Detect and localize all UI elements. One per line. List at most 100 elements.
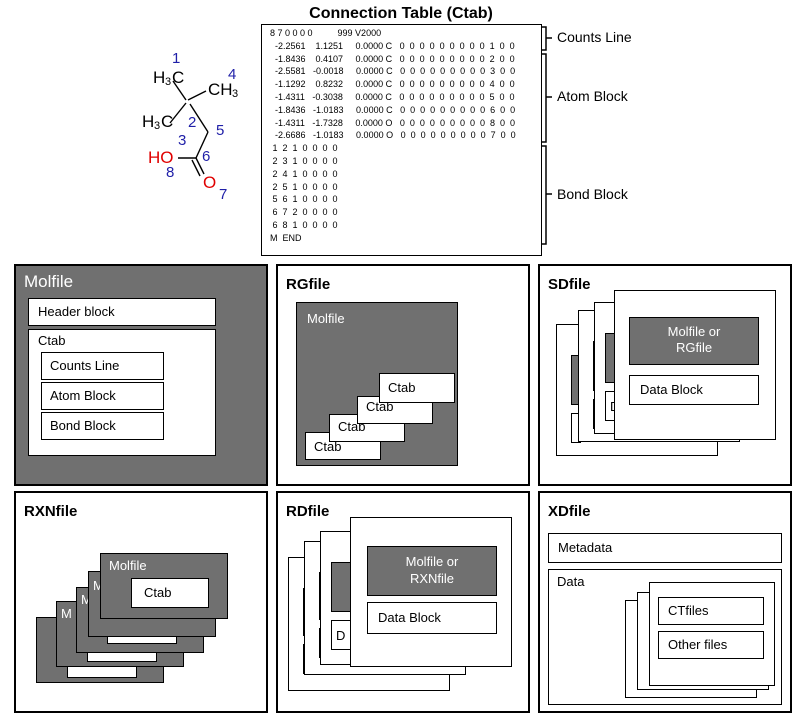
molfile-ctab-label: Ctab [38, 333, 66, 348]
data-block-label: Data Block [640, 382, 703, 397]
atom-number-4: 4 [228, 66, 237, 83]
rdfile-data-block: Data Block [367, 602, 497, 634]
ctab-line: 6 8 1 0 0 0 0 [270, 220, 338, 230]
data-block-label: Data Block [378, 610, 441, 625]
rxnfile-panel: RXNfile M M M Molfile Ctab [14, 491, 268, 713]
atom-8-oh: HO [148, 148, 174, 167]
ctab-line: 2 5 1 0 0 0 0 [270, 181, 338, 192]
molecule-structure [169, 80, 209, 177]
molfile-atom-block: Atom Block [41, 382, 164, 410]
ctab-line: 2 4 1 0 0 0 0 [270, 168, 338, 179]
molfile-panel: Molfile Header block Ctab Counts Line At… [14, 264, 268, 486]
header-block-label: Header block [38, 304, 115, 319]
ctab-line: -2.2561 1.1251 0.0000 C 0 0 0 0 0 0 0 0 … [270, 40, 515, 51]
rxnfile-peek-1: M [93, 578, 104, 593]
bond-block-label: Bond Block [50, 418, 116, 433]
atom-number-3: 3 [178, 132, 187, 149]
bracket-bond-block: Bond Block [557, 186, 628, 202]
xdfile-title: XDfile [548, 503, 591, 520]
ctab-label: Ctab [388, 380, 416, 395]
atom-number-5: 5 [216, 122, 225, 139]
atom-3-c: C [161, 112, 174, 131]
bracket-atom-block: Atom Block [557, 88, 628, 104]
molfile-bond-block: Bond Block [41, 412, 164, 440]
metadata-label: Metadata [558, 540, 613, 555]
xdfile-data-label: Data [557, 574, 585, 589]
bond-6-7b [191, 159, 201, 177]
bond-2-3 [169, 102, 187, 124]
atom-number-2: 2 [188, 114, 197, 131]
sdfile-record-front: Molfile or RGfile Data Block [614, 290, 776, 440]
rgfile-molfile: Molfile Ctab Ctab Ctab Ctab [296, 302, 458, 466]
sdfile-panel: SDfile D Molfile or RGfile Data Block [538, 264, 792, 486]
ctab-line: 2 3 1 0 0 0 0 [270, 156, 338, 166]
atom-1-c: C [172, 68, 185, 87]
ctab-line: -1.4311 -1.7328 0.0000 O 0 0 0 0 0 0 0 0… [270, 117, 515, 128]
ctab-label: Ctab [144, 585, 172, 600]
rgfile-ctab-1: Ctab [379, 373, 455, 403]
ctab-label: Ctab [314, 439, 342, 454]
ctfiles-label: CTfiles [668, 603, 709, 618]
xdfile-ctfiles: CTfiles [658, 597, 764, 625]
xdfile-other-files: Other files [658, 631, 764, 659]
ctab-line: -1.8436 0.4107 0.0000 C 0 0 0 0 0 0 0 0 … [270, 53, 515, 64]
rxnfile-title: RXNfile [24, 503, 78, 520]
bond-6-7a [195, 157, 205, 175]
sdfile-molfile-or-rgfile: Molfile or RGfile [629, 317, 759, 365]
rdfile-record-front: Molfile or RXNfile Data Block [350, 517, 512, 667]
ctab-title: Connection Table (Ctab) [309, 5, 493, 22]
bracket-counts-line: Counts Line [557, 29, 632, 45]
atom-3-h: H [142, 112, 155, 131]
ctab-line: -2.5581 -0.0018 0.0000 C 0 0 0 0 0 0 0 0… [270, 66, 516, 77]
rdfile-panel: RDfile D Molfile or RXNfile Data Block [276, 491, 530, 713]
atom-number-6: 6 [202, 148, 211, 165]
bond-1-2 [172, 80, 187, 101]
ctab-brackets [542, 26, 552, 245]
rxnfile-peek-2: M [81, 592, 92, 607]
ctab-line: 5 6 1 0 0 0 0 [270, 194, 338, 205]
ctab-line: -1.8436 -1.0183 0.0000 C 0 0 0 0 0 0 0 0… [270, 104, 516, 115]
atom-block-label: Atom Block [50, 388, 116, 403]
molecule-labels: H 3 C CH 3 H 3 C HO O 1 4 2 3 5 6 8 7 [120, 40, 250, 210]
atom-1-sub: 3 [165, 76, 172, 88]
other-files-label: Other files [668, 637, 728, 652]
xdfile-files-front: CTfiles Other files [649, 582, 775, 686]
molfile-title: Molfile [24, 272, 74, 291]
molfile-header-block: Header block [28, 298, 216, 326]
atom-4-ch: CH [208, 80, 233, 99]
molfile-counts-line: Counts Line [41, 352, 164, 380]
sdfile-inner-label: Molfile or RGfile [667, 324, 721, 355]
rxnfile-molfile-label: Molfile [109, 558, 147, 573]
xdfile-data: Data CTfiles Other files [548, 569, 782, 705]
bond-2-5 [189, 103, 209, 133]
rxnfile-ctab: Ctab [131, 578, 209, 608]
rdfile-title: RDfile [286, 503, 330, 520]
xdfile-metadata: Metadata [548, 533, 782, 563]
sdfile-data-block: Data Block [629, 375, 759, 405]
rgfile-panel: RGfile Molfile Ctab Ctab Ctab Ctab [276, 264, 530, 486]
bond-5-6 [195, 131, 209, 159]
atom-4-sub: 3 [232, 88, 239, 100]
rxnfile-ctab-4 [67, 666, 137, 678]
ctab-line: M END [270, 232, 302, 243]
rdfile-inner-label: Molfile or RXNfile [405, 554, 459, 586]
xdfile-panel: XDfile Metadata Data CTfiles Other files [538, 491, 792, 713]
ctab-line: -2.6686 -1.0183 0.0000 O 0 0 0 0 0 0 0 0… [270, 130, 516, 141]
rgfile-title: RGfile [286, 276, 331, 293]
atom-number-8: 8 [166, 164, 175, 181]
ctab-box: 8 7 0 0 0 0 999 V2000 -2.2561 1.1251 0.0… [261, 24, 542, 256]
sdfile-title: SDfile [548, 276, 591, 293]
ctab-line: -1.1292 0.8232 0.0000 C 0 0 0 0 0 0 0 0 … [270, 79, 515, 90]
atom-1-h: H [153, 68, 166, 87]
rgfile-molfile-label: Molfile [307, 311, 345, 326]
counts-line-label: Counts Line [50, 358, 120, 373]
atom-3-sub: 3 [154, 120, 161, 132]
atom-number-1: 1 [172, 50, 181, 67]
ctab-line: 1 2 1 0 0 0 0 [270, 143, 338, 154]
ctab-line: 8 7 0 0 0 0 999 V2000 [270, 28, 382, 38]
ctab-line: 6 7 2 0 0 0 0 [270, 207, 338, 218]
rxnfile-peek-3: M [61, 606, 72, 621]
atom-7-o: O [203, 173, 217, 192]
bond-2-4 [187, 90, 207, 101]
rxnfile-molfile: Molfile Ctab [100, 553, 228, 619]
